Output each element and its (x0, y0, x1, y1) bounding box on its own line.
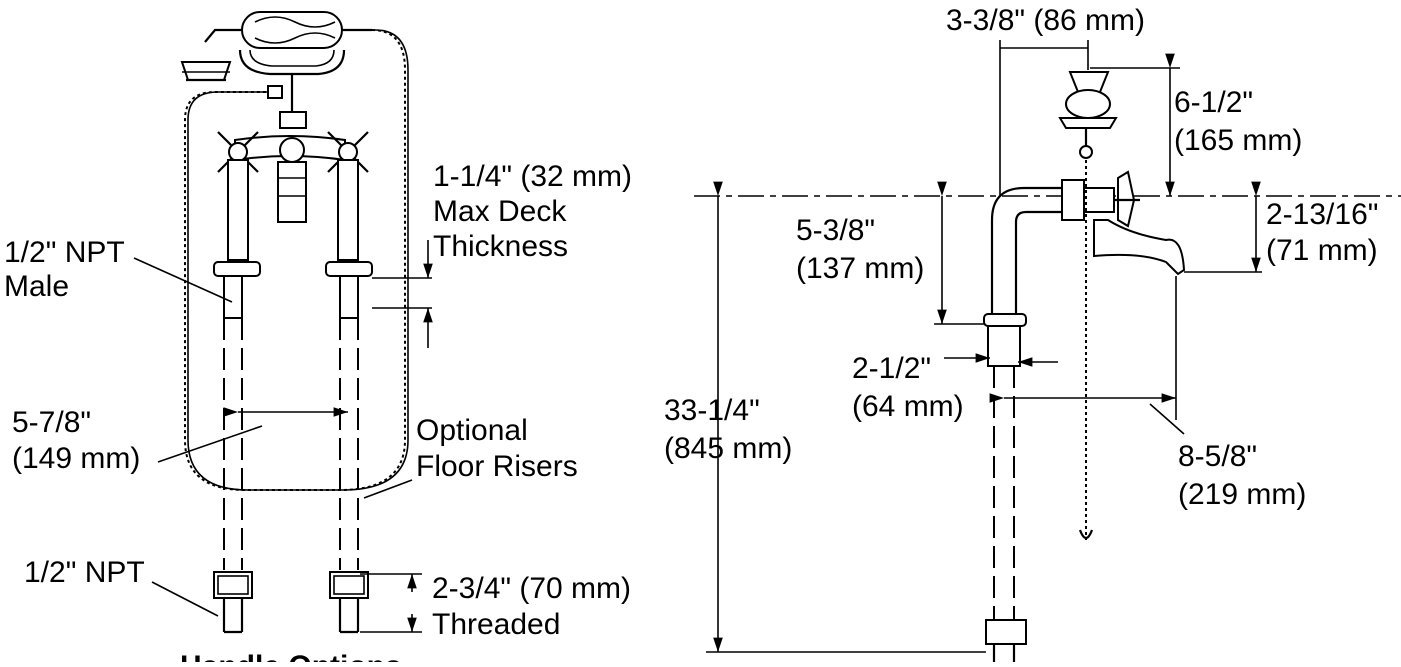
reach-dimension-line1: 8-5/8" (1178, 440, 1257, 473)
deck-thickness-label-line2: Max Deck (433, 195, 567, 228)
head-height-dimension-line2: (165 mm) (1174, 124, 1302, 157)
total-height-dimension-line2: (845 mm) (664, 432, 792, 465)
side-hose (1078, 160, 1094, 540)
top-width-dimension: 3-3/8" (86 mm) (946, 4, 1145, 37)
threaded-label-line2: Threaded (432, 608, 560, 641)
npt-male-label-line1: 1/2" NPT (4, 236, 125, 269)
floor-risers-label-line2: Floor Risers (416, 450, 578, 483)
pipe-width-dimension-line1: 2-1/2" (852, 352, 931, 385)
spout-drop-dimension-line1: 2-13/16" (1266, 198, 1378, 231)
total-height-dimension-line1: 33-1/4" (664, 394, 760, 427)
deck-thickness-label-line3: Thickness (433, 230, 568, 263)
handshower-handle (204, 11, 372, 76)
spacing-dimension-line2: (149 mm) (12, 442, 140, 475)
floor-risers-label-line1: Optional (416, 414, 528, 447)
reach-dimension-line2: (219 mm) (1178, 478, 1306, 511)
shower-head (180, 61, 232, 82)
head-height-dimension-line1: 6-1/2" (1174, 86, 1253, 119)
threaded-dimension: 2-3/4" (70 mm) (432, 572, 631, 605)
body-height-dimension-line1: 5-3/8" (796, 214, 875, 247)
body-height-dimension-line2: (137 mm) (796, 252, 924, 285)
center-body (234, 74, 346, 223)
right-side-view: 3-3/8" (86 mm) 6-1/2" (165 mm) 2-13/16" … (664, 4, 1401, 662)
npt-male-label-line2: Male (4, 270, 69, 303)
npt-bottom-label: 1/2" NPT (24, 556, 145, 589)
side-body-pipe (990, 170, 1186, 316)
spacing-dimension-line1: 5-7/8" (12, 406, 91, 439)
spout-drop-dimension-line2: (71 mm) (1266, 234, 1378, 267)
deck-thickness-dimension: 1-1/4" (32 mm) (433, 160, 632, 193)
side-shower-head (1058, 71, 1118, 159)
pipe-width-dimension-line2: (64 mm) (852, 390, 964, 423)
handle-options-caption: Handle Options (180, 650, 402, 662)
left-front-view: 1/2" NPT Male 1-1/4" (32 mm) Max Deck Th… (4, 11, 632, 667)
cross-handle-right (327, 131, 369, 173)
shanks (213, 159, 373, 634)
shower-hose (184, 29, 409, 491)
